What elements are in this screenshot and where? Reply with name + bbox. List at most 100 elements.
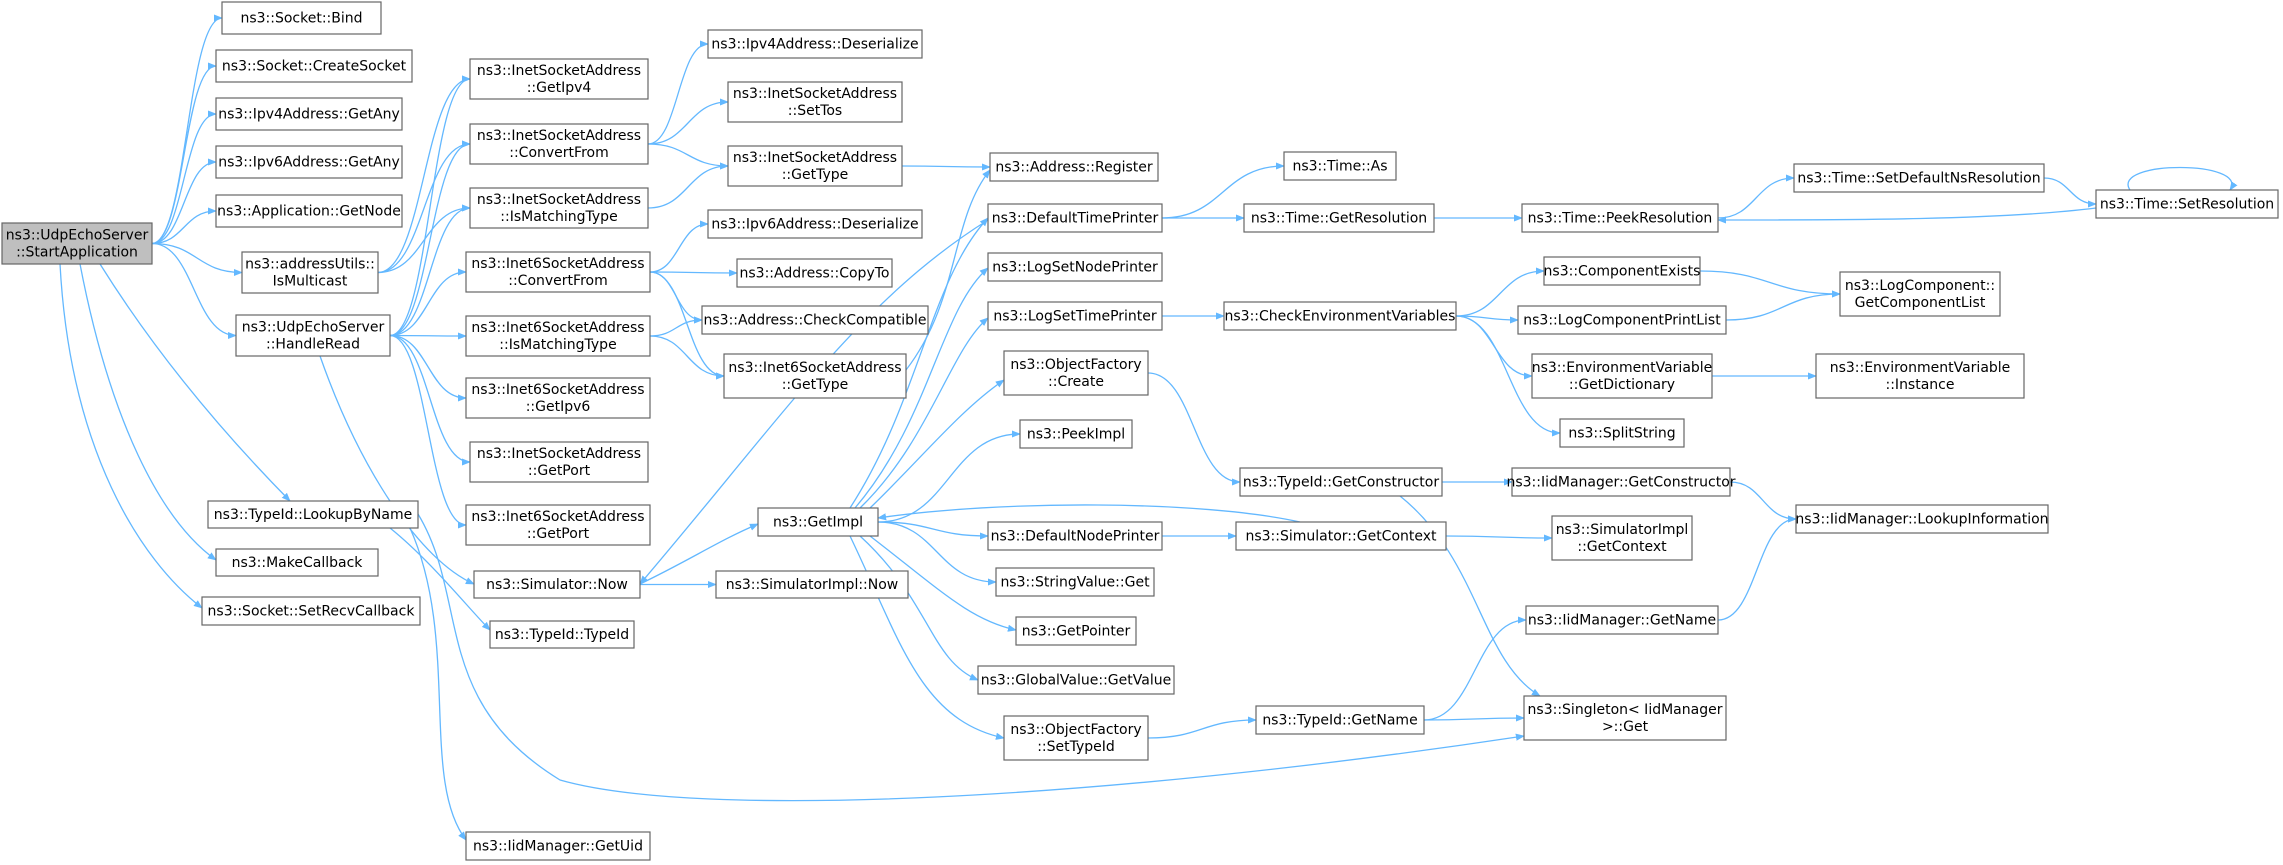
node-time-peekresolution[interactable]: ns3::Time::PeekResolution xyxy=(1521,203,1719,233)
node-peekimpl[interactable]: ns3::PeekImpl xyxy=(1019,419,1133,449)
node-time-setdefaultns[interactable]: ns3::Time::SetDefaultNsResolution xyxy=(1793,163,2045,193)
edge-typeid_getname-to-iid_getname xyxy=(1423,616,1527,721)
node-time-getresolution[interactable]: ns3::Time::GetResolution xyxy=(1243,203,1435,233)
node-logcomponentprintlist[interactable]: ns3::LogComponentPrintList xyxy=(1517,305,1727,335)
node-inet-ismatch[interactable]: ns3::InetSocketAddress::IsMatchingType xyxy=(469,187,649,229)
node-addr-register[interactable]: ns3::Address::Register xyxy=(989,152,1159,182)
node-logcomp-getlist[interactable]: ns3::LogComponent::GetComponentList xyxy=(1839,271,2001,317)
node-inet-getipv4[interactable]: ns3::InetSocketAddress::GetIpv4 xyxy=(469,58,649,100)
edge-line xyxy=(389,334,467,402)
node-defaulttimeprinter[interactable]: ns3::DefaultTimePrinter xyxy=(987,203,1163,233)
node-typeid-getname[interactable]: ns3::TypeId::GetName xyxy=(1255,705,1425,735)
node-ipv4any[interactable]: ns3::Ipv4Address::GetAny xyxy=(215,97,403,131)
node-inet6-ismatch[interactable]: ns3::Inet6SocketAddress::IsMatchingType xyxy=(465,315,651,357)
node-addr-copyto[interactable]: ns3::Address::CopyTo xyxy=(736,258,893,288)
node-label: ns3::IidManager::GetName xyxy=(1528,613,1716,629)
node-box xyxy=(215,145,403,179)
edge-inet6_convert-to-ipv6_deser xyxy=(649,220,709,273)
node-simimpl-now[interactable]: ns3::SimulatorImpl::Now xyxy=(715,570,909,599)
node-getnode[interactable]: ns3::Application::GetNode xyxy=(215,194,403,228)
node-label: ns3::IidManager::GetConstructor xyxy=(1506,475,1735,491)
node-label: ::GetContext xyxy=(1577,539,1667,555)
node-box xyxy=(757,507,879,537)
node-time-as[interactable]: ns3::Time::As xyxy=(1283,151,1397,181)
node-iid-getconstructor[interactable]: ns3::IidManager::GetConstructor xyxy=(1506,467,1736,497)
node-objfactory-create[interactable]: ns3::ObjectFactory::Create xyxy=(1003,350,1149,396)
node-inet-getport[interactable]: ns3::InetSocketAddress::GetPort xyxy=(469,441,649,483)
node-objfactory-settypeid[interactable]: ns3::ObjectFactory::SetTypeId xyxy=(1003,715,1149,761)
node-inet-gettype[interactable]: ns3::InetSocketAddress::GetType xyxy=(727,145,903,187)
node-defaultnodeprinter[interactable]: ns3::DefaultNodePrinter xyxy=(987,521,1163,551)
edge-root-to-bind xyxy=(151,14,223,245)
node-label: ns3::Simulator::Now xyxy=(486,577,628,593)
node-addr-checkcompat[interactable]: ns3::Address::CheckCompatible xyxy=(701,305,929,335)
node-logsetnodeprinter[interactable]: ns3::LogSetNodePrinter xyxy=(987,252,1163,282)
node-label: GetComponentList xyxy=(1855,295,1986,311)
node-iid-lookupinfo[interactable]: ns3::IidManager::LookupInformation xyxy=(1795,504,2049,534)
node-inet-settos[interactable]: ns3::InetSocketAddress::SetTos xyxy=(727,81,903,123)
node-logsettimeprinter[interactable]: ns3::LogSetTimePrinter xyxy=(987,301,1163,331)
edge-getimpl-to-peekimpl xyxy=(877,430,1021,523)
node-simimpl-getcontext[interactable]: ns3::SimulatorImpl::GetContext xyxy=(1551,515,1693,561)
node-getimpl[interactable]: ns3::GetImpl xyxy=(757,507,879,537)
node-ipv6any[interactable]: ns3::Ipv6Address::GetAny xyxy=(215,145,403,179)
node-checkenvvars[interactable]: ns3::CheckEnvironmentVariables xyxy=(1223,301,1457,331)
edge-defaulttimeprinter-to-time_as xyxy=(1161,162,1285,219)
node-root[interactable]: ns3::UdpEchoServer::StartApplication xyxy=(1,222,153,265)
node-iid-getuid[interactable]: ns3::IidManager::GetUid xyxy=(465,831,651,861)
edge-line xyxy=(389,334,467,529)
node-splitstring[interactable]: ns3::SplitString xyxy=(1559,418,1685,448)
edge-handleread-to-inet6_ismatch xyxy=(389,332,467,340)
node-box xyxy=(1003,350,1149,396)
node-inet6-gettype[interactable]: ns3::Inet6SocketAddress::GetType xyxy=(723,353,907,399)
node-globalvalue-getvalue[interactable]: ns3::GlobalValue::GetValue xyxy=(977,665,1175,695)
node-inet-convert[interactable]: ns3::InetSocketAddress::ConvertFrom xyxy=(469,123,649,165)
edge-line xyxy=(905,169,991,371)
node-componentexists[interactable]: ns3::ComponentExists xyxy=(1543,256,1701,286)
edge-line xyxy=(649,316,703,337)
edge-line xyxy=(859,317,989,509)
node-label: ns3::Socket::SetRecvCallback xyxy=(208,604,416,620)
node-inet6-getipv6[interactable]: ns3::Inet6SocketAddress::GetIpv6 xyxy=(465,377,651,419)
edge-line xyxy=(647,162,729,209)
node-bind[interactable]: ns3::Socket::Bind xyxy=(221,1,382,35)
node-time-setresolution[interactable]: ns3::Time::SetResolution xyxy=(2095,189,2279,219)
node-ismulticast[interactable]: ns3::addressUtils::IsMulticast xyxy=(241,251,379,294)
node-label: ns3::Time::GetResolution xyxy=(1251,211,1427,227)
node-setrecvcallback[interactable]: ns3::Socket::SetRecvCallback xyxy=(201,596,421,626)
node-box xyxy=(215,194,403,228)
node-label: ns3::TypeId::TypeId xyxy=(495,627,629,643)
node-getpointer[interactable]: ns3::GetPointer xyxy=(1015,616,1137,646)
edge-root-to-createsocket xyxy=(151,62,217,245)
node-lookupbyname[interactable]: ns3::TypeId::LookupByName xyxy=(207,500,419,529)
node-envvar-getdict[interactable]: ns3::EnvironmentVariable::GetDictionary xyxy=(1531,353,1713,399)
edge-line xyxy=(1147,372,1241,486)
edge-getimpl-to-getpointer xyxy=(869,535,1017,632)
node-sim-getcontext[interactable]: ns3::Simulator::GetContext xyxy=(1235,521,1447,551)
node-singleton-get[interactable]: ns3::Singleton< IidManager>::Get xyxy=(1523,695,1727,741)
node-handleread[interactable]: ns3::UdpEchoServer::HandleRead xyxy=(235,314,391,357)
node-inet6-getport[interactable]: ns3::Inet6SocketAddress::GetPort xyxy=(465,504,651,546)
node-label: ns3::SimulatorImpl::Now xyxy=(726,577,899,593)
node-ipv4-deser[interactable]: ns3::Ipv4Address::Deserialize xyxy=(707,29,923,59)
node-typeid-getconstructor[interactable]: ns3::TypeId::GetConstructor xyxy=(1239,467,1443,497)
node-createsocket[interactable]: ns3::Socket::CreateSocket xyxy=(215,49,413,83)
node-stringvalue-get[interactable]: ns3::StringValue::Get xyxy=(995,567,1155,597)
node-sim-now[interactable]: ns3::Simulator::Now xyxy=(473,570,641,599)
node-label: ns3::InetSocketAddress xyxy=(477,446,641,462)
node-box xyxy=(1543,256,1701,286)
node-ipv6-deser[interactable]: ns3::Ipv6Address::Deserialize xyxy=(707,209,923,239)
edge-line xyxy=(1455,315,1561,437)
node-makecallback[interactable]: ns3::MakeCallback xyxy=(215,548,379,577)
node-label: ns3::Ipv4Address::Deserialize xyxy=(711,37,918,53)
node-label: ns3::UdpEchoServer xyxy=(6,228,149,244)
node-envvar-instance[interactable]: ns3::EnvironmentVariable::Instance xyxy=(1815,353,2025,399)
node-typeid-typeid[interactable]: ns3::TypeId::TypeId xyxy=(489,620,635,649)
edge-lookupbyname-to-singleton_get xyxy=(417,513,1525,802)
node-iid-getname[interactable]: ns3::IidManager::GetName xyxy=(1525,605,1719,635)
edge-root-to-lookupbyname xyxy=(99,263,291,502)
node-inet6-convert[interactable]: ns3::Inet6SocketAddress::ConvertFrom xyxy=(465,251,651,293)
node-label: ns3::Address::CopyTo xyxy=(740,266,890,282)
edge-handleread-to-inet_getipv4 xyxy=(389,75,471,337)
node-label: ns3::EnvironmentVariable xyxy=(1532,360,1713,376)
